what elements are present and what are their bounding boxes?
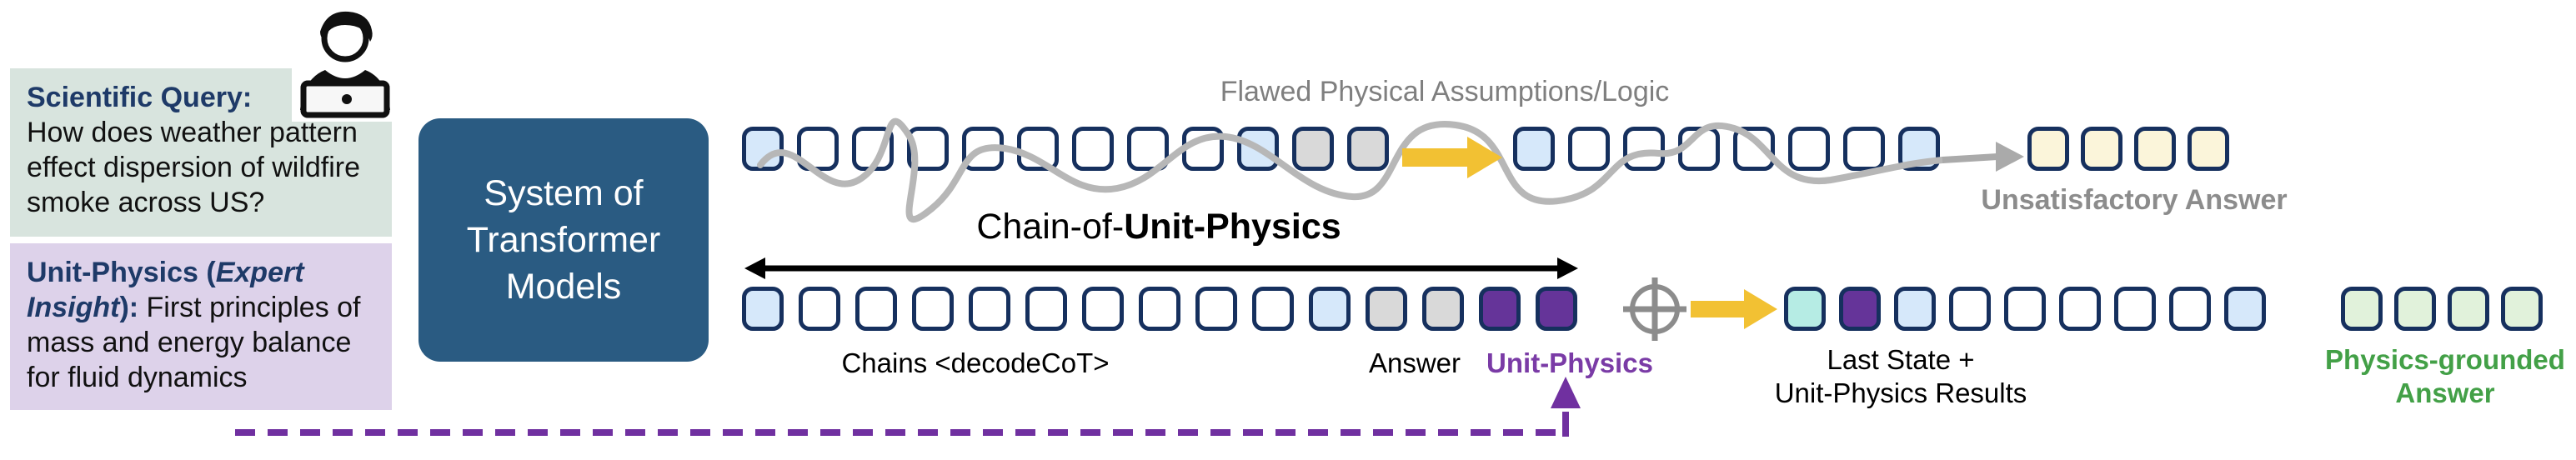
token-teal [1784, 287, 1826, 331]
token-gray [1422, 287, 1464, 331]
token-cream [2134, 127, 2176, 171]
token-blue [1894, 287, 1936, 331]
combined-chain [1784, 287, 2266, 331]
token-blue [1898, 127, 1940, 171]
token-gray [1366, 287, 1407, 331]
token-cream [2081, 127, 2122, 171]
title-regular: Chain-of- [976, 207, 1125, 247]
physics-grounded-answer-label: Physics-grounded Answer [2325, 344, 2565, 408]
token-white [2169, 287, 2211, 331]
token-white [1678, 127, 1720, 171]
person-laptop-icon [292, 5, 398, 122]
grounded-answer-tokens [2341, 287, 2543, 331]
token-white [1025, 287, 1067, 331]
token-purple [1536, 287, 1577, 331]
token-white [1072, 127, 1114, 171]
title-bold: Unit-Physics [1124, 207, 1341, 247]
token-white [969, 287, 1010, 331]
chain-of-unit-physics-title: Chain-of-Unit-Physics [867, 209, 1451, 245]
unit-physics-token-label: Unit-Physics [1486, 348, 1653, 378]
token-green [2341, 287, 2383, 331]
token-blue [1513, 127, 1555, 171]
token-blue [2224, 287, 2266, 331]
unit-physics-title-2: ): [119, 292, 139, 323]
yellow-arrow-bottom-icon [1691, 289, 1777, 329]
token-white [1843, 127, 1885, 171]
unit-physics-title-italic: Expert Insight [27, 257, 304, 323]
bottom-chain [742, 287, 1577, 331]
chains-decodecot-label: Chains <decodeCoT> [841, 348, 1110, 378]
unit-physics-body: First principles of mass and energy bala… [27, 292, 361, 393]
plus-combine-icon [1623, 278, 1686, 341]
token-white [962, 127, 1004, 171]
token-white [855, 287, 897, 331]
yellow-arrow-top-icon [1402, 137, 1502, 178]
token-white [1182, 127, 1224, 171]
token-cream [2188, 127, 2229, 171]
token-white [907, 127, 949, 171]
scientific-query-title: Scientific Query: [27, 82, 253, 113]
person-laptop-svg [300, 11, 390, 118]
double-arrow-right-head [1557, 258, 1578, 279]
token-white [2059, 287, 2101, 331]
gray-arrow-head [1996, 142, 2024, 172]
flawed-assumptions-label: Flawed Physical Assumptions/Logic [1220, 76, 1670, 108]
token-white [1127, 127, 1169, 171]
system-transformer-box: System of Transformer Models [418, 118, 709, 362]
token-white [852, 127, 894, 171]
token-gray [1292, 127, 1334, 171]
answer-label: Answer [1368, 348, 1461, 378]
token-white [1568, 127, 1610, 171]
token-white [1252, 287, 1294, 331]
top-chain-segment-1 [742, 127, 1389, 171]
token-green [2501, 287, 2543, 331]
token-blue [1309, 287, 1351, 331]
token-blue [1237, 127, 1279, 171]
token-white [1949, 287, 1991, 331]
unit-physics-panel: Unit-Physics (Expert Insight): First pri… [10, 243, 392, 410]
token-blue [742, 287, 784, 331]
token-white [1733, 127, 1775, 171]
unsatisfactory-answer-label: Unsatisfactory Answer [1981, 184, 2288, 216]
double-arrow-left-head [744, 258, 765, 279]
token-white [912, 287, 954, 331]
token-white [1139, 287, 1180, 331]
token-green [2448, 287, 2489, 331]
token-white [1017, 127, 1059, 171]
token-white [797, 127, 839, 171]
token-white [1195, 287, 1237, 331]
token-white [1623, 127, 1665, 171]
gray-arrow-line [1942, 153, 1998, 163]
token-white [2004, 287, 2046, 331]
scientific-query-body: How does weather pattern effect dispersi… [27, 117, 361, 218]
system-transformer-label: System of Transformer Models [466, 173, 661, 307]
token-cream [2027, 127, 2069, 171]
token-white [1788, 127, 1830, 171]
token-white [1082, 287, 1124, 331]
token-white [2114, 287, 2156, 331]
token-gray [1347, 127, 1389, 171]
token-purple [1479, 287, 1521, 331]
token-blue [742, 127, 784, 171]
up-arrow-icon [1551, 377, 1581, 408]
token-green [2394, 287, 2436, 331]
top-chain-segment-2 [1513, 127, 1940, 171]
last-state-label: Last State + Unit-Physics Results [1774, 344, 2027, 408]
token-white [799, 287, 840, 331]
token-purple [1839, 287, 1881, 331]
unsatisfactory-answer-tokens [2027, 127, 2229, 171]
unit-physics-title-1: Unit-Physics ( [27, 257, 216, 288]
